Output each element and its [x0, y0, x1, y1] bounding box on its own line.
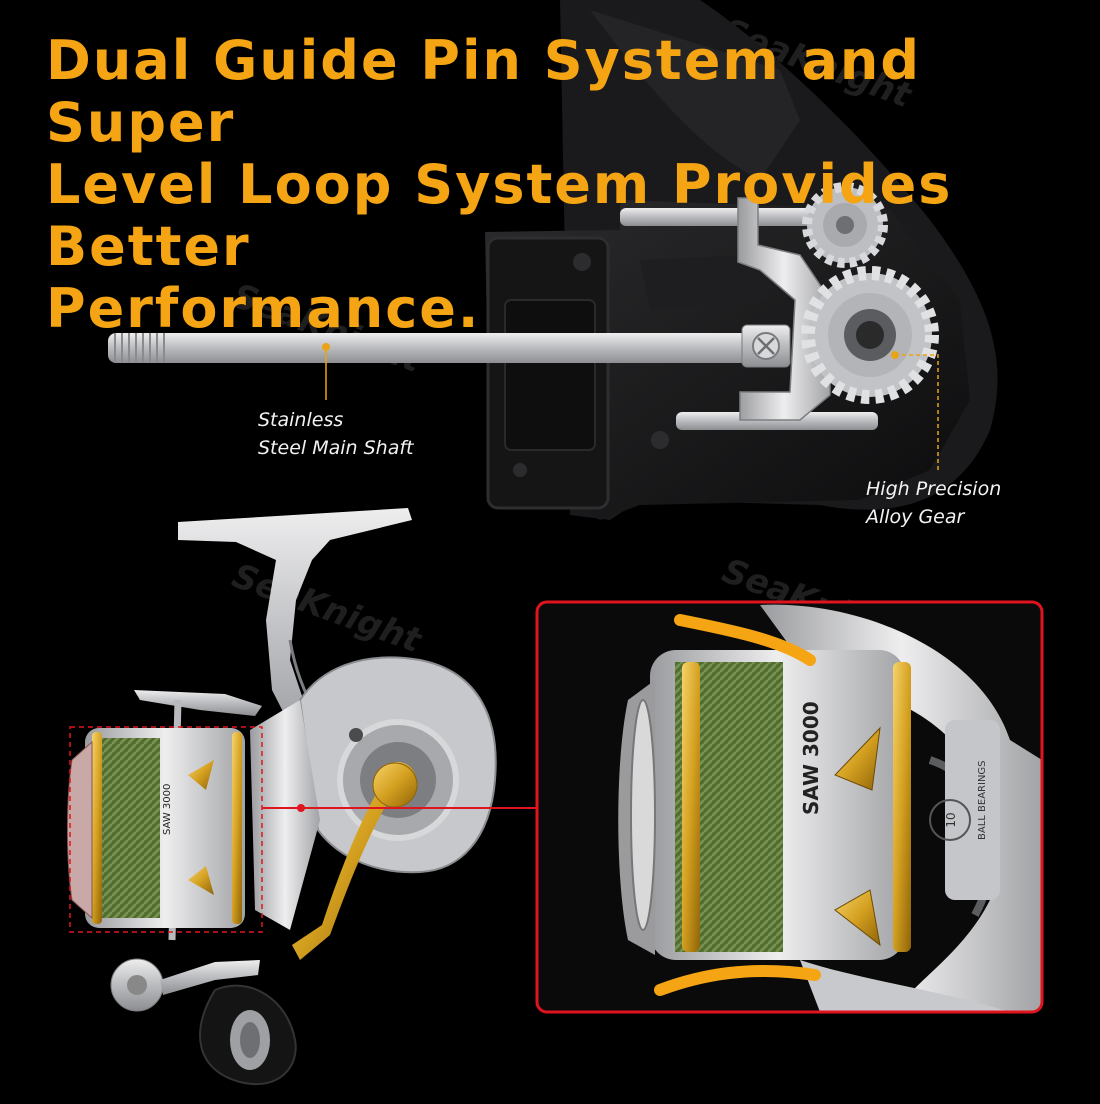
gear-icon: [801, 182, 939, 404]
headline-line-3: Performance.: [46, 277, 481, 340]
main-shaft: [108, 333, 758, 363]
bearings-text: BALL BEARINGS: [977, 760, 988, 840]
gear-callout-line-2: Alloy Gear: [866, 506, 965, 528]
main-shaft-callout-line-1: Stainless: [258, 409, 344, 431]
spool-model-small: SAW 3000: [162, 784, 173, 835]
spool-highlight: [69, 726, 537, 933]
callout-lines: [322, 343, 939, 470]
gear-callout: High Precision Alloy Gear: [866, 475, 1001, 531]
headline: Dual Guide Pin System and Super Level Lo…: [46, 30, 1076, 340]
spool-model: SAW 3000: [799, 701, 823, 815]
headline-line-2: Level Loop System Provides Better: [46, 153, 953, 278]
gear-callout-line-1: High Precision: [866, 478, 1002, 500]
zoom-inset: SAW 3000 10 BALL BEARINGS: [535, 600, 1044, 1014]
bearings-count: 10: [944, 812, 958, 827]
main-shaft-callout-line-2: Steel Main Shaft: [258, 437, 414, 459]
spinning-reel-icon: SAW 3000: [67, 508, 497, 1086]
bearing-badge: [929, 799, 971, 841]
watermark: SeaKnight: [227, 556, 428, 662]
main-shaft-callout: Stainless Steel Main Shaft: [258, 406, 414, 462]
headline-line-1: Dual Guide Pin System and Super: [46, 29, 921, 154]
